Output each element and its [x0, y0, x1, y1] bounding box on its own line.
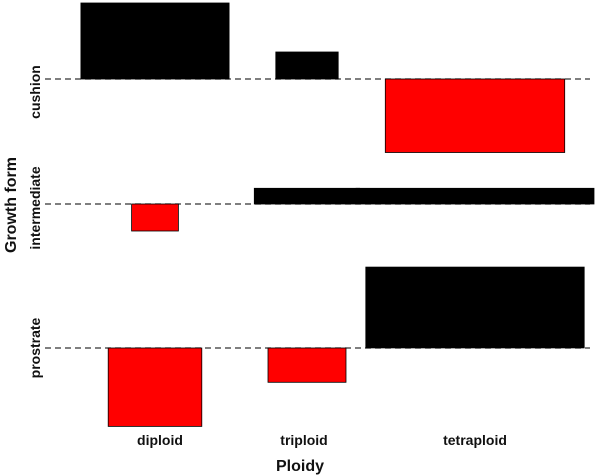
- x-axis-label: Ploidy: [276, 458, 324, 475]
- bar-prostrate-triploid: [267, 347, 347, 383]
- bar-intermediate-tetraploid: [355, 187, 595, 205]
- tick-labels: cushion intermediate prostrate diploid tripl…: [27, 65, 507, 448]
- x-tick-tetraploid: tetraploid: [443, 432, 507, 448]
- row-label-prostrate: prostrate: [27, 317, 43, 378]
- bar-cushion-triploid: [275, 51, 339, 80]
- bar-cushion-diploid: [80, 2, 230, 80]
- residual-bars: [80, 2, 595, 427]
- y-axis-label: Growth form: [3, 157, 20, 253]
- bar-prostrate-tetraploid: [365, 266, 585, 349]
- x-tick-triploid: triploid: [280, 432, 327, 448]
- row-label-cushion: cushion: [27, 65, 43, 119]
- x-tick-diploid: diploid: [137, 432, 183, 448]
- bar-cushion-tetraploid: [384, 78, 566, 153]
- bar-intermediate-triploid: [253, 187, 361, 205]
- row-label-intermediate: intermediate: [27, 166, 43, 249]
- bar-prostrate-diploid: [107, 347, 203, 427]
- bar-intermediate-diploid: [131, 203, 179, 232]
